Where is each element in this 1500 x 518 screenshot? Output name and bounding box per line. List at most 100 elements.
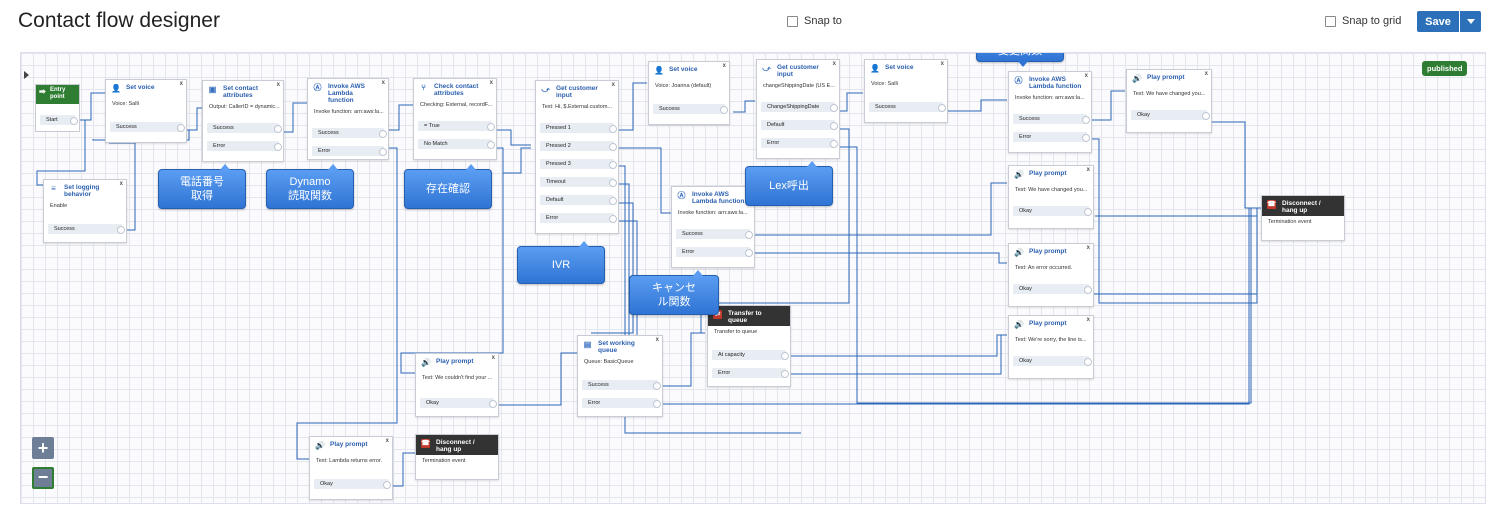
speaker-icon: 🔊 bbox=[1014, 248, 1024, 257]
output-okay[interactable]: Okay bbox=[1013, 284, 1092, 294]
output-change-shipping-date[interactable]: ChangeShippingDate bbox=[761, 102, 838, 112]
close-icon[interactable]: x bbox=[1084, 73, 1088, 79]
close-icon[interactable]: x bbox=[179, 81, 183, 87]
close-icon[interactable]: x bbox=[276, 82, 280, 88]
connection-wires bbox=[36, 82, 1261, 487]
output-success[interactable]: Success bbox=[312, 128, 387, 138]
output-error[interactable]: Error bbox=[761, 138, 838, 148]
entry-arrow-icon: ➡ bbox=[39, 87, 46, 96]
close-icon[interactable]: x bbox=[1086, 317, 1090, 323]
close-icon[interactable]: x bbox=[655, 337, 659, 343]
save-button[interactable]: Save bbox=[1417, 11, 1459, 32]
close-icon[interactable]: x bbox=[381, 80, 385, 86]
block-title: Get customer input bbox=[777, 64, 819, 78]
close-icon[interactable]: x bbox=[489, 80, 493, 86]
output-no-match[interactable]: No Match bbox=[418, 139, 495, 149]
block-title: Invoke AWS Lambda function bbox=[692, 191, 745, 205]
output-at-capacity[interactable]: At capacity bbox=[712, 350, 789, 360]
output-timeout[interactable]: Timeout bbox=[540, 177, 617, 187]
output-true[interactable]: = True bbox=[418, 121, 495, 131]
output-success[interactable]: Success bbox=[48, 224, 125, 234]
block-title: Check contact attributes bbox=[434, 83, 479, 97]
output-okay[interactable]: Okay bbox=[314, 479, 391, 489]
output-okay[interactable]: Okay bbox=[420, 398, 497, 408]
output-default[interactable]: Default bbox=[761, 120, 838, 130]
zoom-out-button[interactable]: − bbox=[32, 467, 54, 489]
output-okay[interactable]: Okay bbox=[1013, 356, 1092, 366]
output-success[interactable]: Success bbox=[676, 229, 753, 239]
output-error[interactable]: Error bbox=[312, 146, 387, 156]
block-title: Play prompt bbox=[1147, 74, 1185, 81]
snap-to-grid-toggle[interactable]: Snap to grid bbox=[1325, 15, 1401, 27]
entry-point-block[interactable]: ➡Entry point Start bbox=[35, 84, 80, 132]
block-desc: Invoke function: arn:aws:la... bbox=[314, 109, 384, 115]
output-error[interactable]: Error bbox=[582, 398, 661, 408]
close-icon[interactable]: x bbox=[491, 355, 495, 361]
output-error[interactable]: Error bbox=[540, 213, 617, 223]
output-okay[interactable]: Okay bbox=[1013, 206, 1092, 216]
close-icon[interactable]: x bbox=[119, 181, 123, 187]
close-icon[interactable]: x bbox=[832, 61, 836, 67]
output-default[interactable]: Default bbox=[540, 195, 617, 205]
disconnect-block[interactable]: ☎Disconnect / hang up Termination event bbox=[415, 434, 499, 480]
output-pressed-3[interactable]: Pressed 3 bbox=[540, 159, 617, 169]
published-badge: published bbox=[1422, 61, 1468, 76]
close-icon[interactable]: x bbox=[1086, 167, 1090, 173]
disconnect-block[interactable]: ☎Disconnect / hang up Termination event bbox=[1261, 195, 1345, 241]
zoom-in-button[interactable]: + bbox=[32, 437, 54, 459]
output-success[interactable]: Success bbox=[653, 104, 728, 114]
output-success[interactable]: Success bbox=[582, 380, 661, 390]
close-icon[interactable]: x bbox=[1086, 245, 1090, 251]
close-icon[interactable]: x bbox=[940, 61, 944, 67]
block-desc: Termination event bbox=[1268, 219, 1312, 225]
output-start[interactable]: Start bbox=[40, 115, 78, 125]
save-dropdown-button[interactable] bbox=[1460, 11, 1481, 32]
output-error[interactable]: Error bbox=[676, 247, 753, 257]
close-icon[interactable]: x bbox=[611, 82, 615, 88]
output-pressed-2[interactable]: Pressed 2 bbox=[540, 141, 617, 151]
block-desc: Text: An error occurred. bbox=[1015, 265, 1073, 271]
output-success[interactable]: Success bbox=[110, 122, 185, 132]
block-desc: Voice: Salli bbox=[112, 101, 139, 107]
close-icon[interactable]: x bbox=[385, 438, 389, 444]
close-icon[interactable]: x bbox=[1204, 71, 1208, 77]
snap-to-checkbox[interactable] bbox=[787, 15, 798, 27]
output-error[interactable]: Error bbox=[207, 141, 282, 151]
panel-expand-icon[interactable] bbox=[24, 71, 29, 79]
snap-to-toggle[interactable]: Snap to bbox=[787, 15, 842, 27]
output-success[interactable]: Success bbox=[869, 102, 946, 112]
block-title: Set voice bbox=[669, 66, 698, 73]
block-title: Transfer to queue bbox=[728, 310, 762, 324]
output-error[interactable]: Error bbox=[712, 368, 789, 378]
output-error[interactable]: Error bbox=[1013, 132, 1090, 142]
block-desc: Termination event bbox=[422, 458, 466, 464]
output-okay[interactable]: Okay bbox=[1131, 110, 1210, 120]
transfer-to-queue-block[interactable]: ⇄Transfer to queue Transfer to queue At … bbox=[707, 305, 791, 387]
output-success[interactable]: Success bbox=[1013, 114, 1090, 124]
snap-to-grid-checkbox[interactable] bbox=[1325, 15, 1336, 27]
close-icon[interactable]: x bbox=[722, 63, 726, 69]
output-success[interactable]: Success bbox=[207, 123, 282, 133]
output-pressed-1[interactable]: Pressed 1 bbox=[540, 123, 617, 133]
block-title: Play prompt bbox=[1029, 170, 1067, 177]
lambda-icon: Ⓐ bbox=[313, 83, 322, 92]
